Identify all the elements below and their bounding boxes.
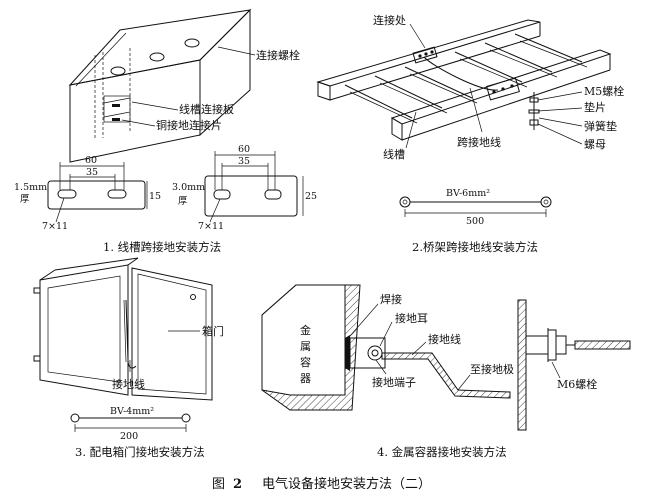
panel3-box-drawing <box>33 257 213 401</box>
m6-bolt-label: M6螺栓 <box>557 377 597 391</box>
trunk-plate-label: 线槽连接板 <box>179 102 234 116</box>
figure-prefix: 图 <box>212 477 225 492</box>
plate-large-dim-inner: 35 <box>238 156 250 167</box>
container-label-1: 金 <box>300 323 311 337</box>
container-label-3: 容 <box>300 355 311 369</box>
figure-title: 电气设备接地安装方法（二） <box>262 476 431 492</box>
plate-small-drawing <box>47 162 148 223</box>
to-electrode-label: 至接地极 <box>470 362 514 376</box>
door-label: 箱门 <box>202 324 224 338</box>
panel2-caption: 2.桥架跨接地线安装方法 <box>412 240 538 254</box>
bv6-wire-drawing <box>399 196 552 217</box>
bv4-wire-label: BV-4mm² <box>110 406 154 417</box>
plate-large-dim-outer: 60 <box>238 144 250 155</box>
figure-number: 2 <box>233 477 242 492</box>
panel4-ground-wire-label: 接地线 <box>428 332 461 346</box>
plate-large-thickness: 3.0mm <box>172 182 205 193</box>
joint-label: 连接处 <box>373 14 406 27</box>
bv6-wire-label: BV-6mm² <box>446 188 490 199</box>
panel1-caption: 1. 线槽跨接地安装方法 <box>103 240 221 254</box>
bolt-label: 连接螺栓 <box>256 48 300 62</box>
plate-large-slot: 7×11 <box>198 221 224 232</box>
weld-label: 焊接 <box>380 292 402 306</box>
plate-large-dim-height: 25 <box>305 191 317 202</box>
bridge-wire-label: 跨接地线 <box>457 135 501 149</box>
terminal-label: 接地端子 <box>372 376 416 389</box>
spring-washer-label: 弹簧垫 <box>584 119 617 133</box>
panel3-caption: 3. 配电箱门接地安装方法 <box>75 445 205 459</box>
bv4-wire-drawing <box>70 413 191 432</box>
panel4-caption: 4. 金属容器接地安装方法 <box>377 445 507 459</box>
m6-bolt-detail <box>517 299 631 431</box>
panel1-trunking-drawing <box>68 8 256 163</box>
bv4-wire-length: 200 <box>120 431 138 442</box>
plate-small-dim-height: 15 <box>149 191 161 202</box>
plate-small-thickness-suffix: 厚 <box>20 194 30 205</box>
plate-large-thickness-suffix: 厚 <box>178 196 188 207</box>
container-label-4: 器 <box>300 372 311 385</box>
nut-label: 螺母 <box>584 138 606 151</box>
panel4-container-drawing <box>261 284 511 411</box>
plate-small-dim-outer: 60 <box>85 155 97 166</box>
lug-label: 接地耳 <box>395 312 428 325</box>
m5-bolt-label: M5螺栓 <box>584 84 624 98</box>
washer-label: 垫片 <box>584 100 606 114</box>
container-label-2: 属 <box>300 340 311 353</box>
ground-wire-label: 接地线 <box>112 377 145 391</box>
bv6-wire-length: 500 <box>466 216 484 227</box>
plate-large-drawing <box>204 151 304 223</box>
plate-small-dim-inner: 35 <box>86 167 98 178</box>
plate-small-slot: 7×11 <box>42 221 68 232</box>
panel2-tray-drawing <box>316 19 612 149</box>
plate-small-thickness: 1.5mm <box>14 182 47 193</box>
trunking-label: 线槽 <box>383 147 405 161</box>
copper-plate-label: 铜接地连接片 <box>156 118 222 132</box>
